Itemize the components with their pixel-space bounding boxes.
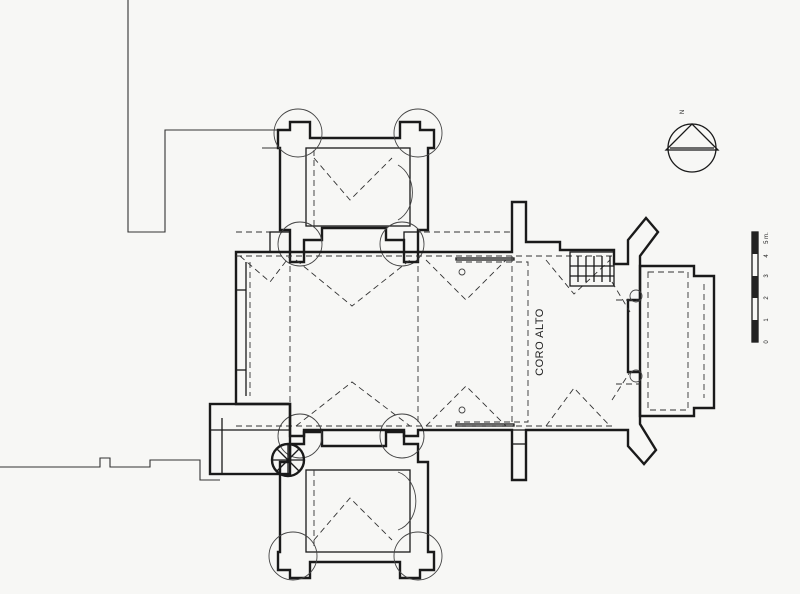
stair-block [569, 251, 615, 287]
scale-tick-1: 1 [764, 318, 770, 322]
site-boundary [0, 0, 280, 481]
room-label-coro-alto: CORO ALTO [534, 308, 546, 376]
choir-loft [456, 261, 631, 423]
scale-unit-label: 5 m. [764, 232, 770, 244]
scale-bar: 5 m. 0 1 2 3 4 [751, 231, 770, 344]
nave [234, 200, 660, 482]
buttresses [269, 231, 527, 445]
spiral-stair [208, 402, 306, 478]
north-transept [273, 108, 443, 267]
south-transept [268, 413, 443, 581]
scale-tick-0: 0 [764, 340, 770, 344]
scale-tick-4: 4 [764, 254, 770, 258]
north-arrow-label: N [680, 110, 686, 114]
scale-tick-2: 2 [764, 296, 770, 300]
scale-tick-3: 3 [764, 274, 770, 278]
apse [616, 264, 716, 418]
north-arrow: N [664, 110, 720, 173]
